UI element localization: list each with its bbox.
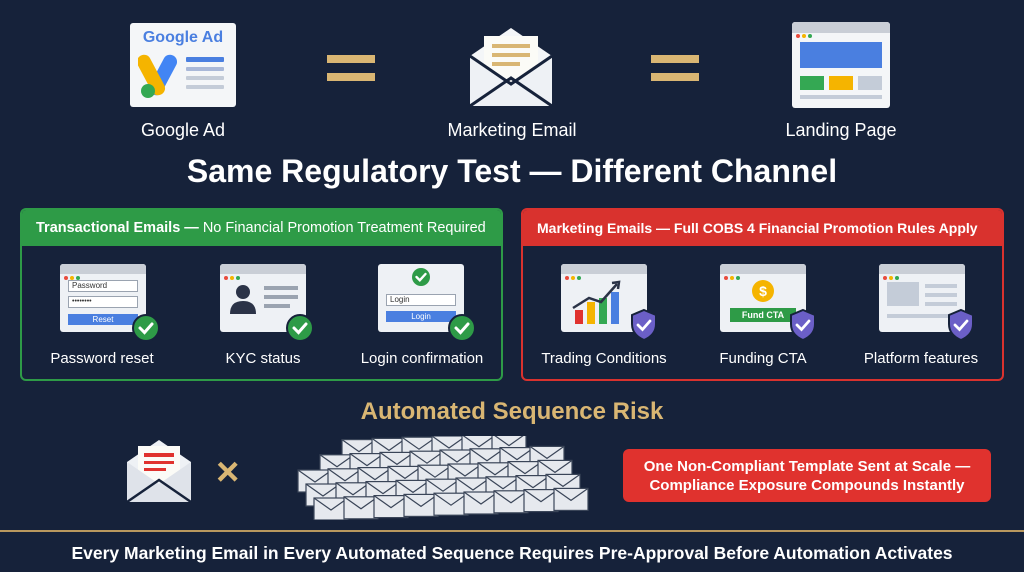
check-icon (448, 314, 476, 342)
item-label-platform-features: Platform features (863, 350, 979, 367)
check-icon (286, 314, 314, 342)
shield-icon (790, 308, 816, 342)
password-field: Password (68, 280, 138, 292)
mini-envelope-icon (523, 488, 559, 513)
login-field: Login (386, 294, 456, 306)
login-window: Login Login (378, 264, 464, 332)
mini-envelope-icon (553, 487, 589, 512)
item-label-funding-cta: Funding CTA (719, 350, 807, 367)
password-reset-window: Password •••••••• Reset (60, 264, 146, 332)
risk-box-line1: One Non-Compliant Template Sent at Scale… (643, 458, 971, 475)
mini-envelope-icon (463, 491, 499, 515)
password-dots: •••••••• (68, 296, 138, 308)
mini-envelope-icon (403, 493, 439, 518)
transactional-panel-header: Transactional Emails — No Financial Prom… (22, 210, 501, 246)
mini-envelope-icon (313, 497, 349, 520)
check-icon (132, 314, 160, 342)
reset-button: Reset (68, 314, 138, 325)
headline: Same Regulatory Test — Different Channel (186, 153, 838, 189)
risk-title: Automated Sequence Risk (360, 398, 664, 425)
item-label-kyc-status: KYC status (225, 350, 301, 367)
item-label-login-confirmation: Login confirmation (360, 350, 484, 367)
envelope-icon (126, 440, 192, 504)
equals-icon (327, 55, 375, 91)
mini-envelope-icon (493, 490, 529, 514)
fund-cta-button: Fund CTA (730, 308, 796, 322)
risk-box-line2: Compliance Exposure Compounds Instantly (649, 477, 965, 494)
channel-label-landing-page: Landing Page (785, 120, 897, 140)
footer-text: Every Marketing Email in Every Automated… (71, 543, 953, 563)
shield-icon (948, 308, 974, 342)
bar-chart-icon (572, 280, 621, 324)
transactional-panel: Transactional Emails — No Financial Prom… (20, 208, 503, 381)
channel-label-google-ad: Google Ad (140, 120, 226, 140)
multiplier-icon: × (216, 450, 240, 494)
mini-envelope-icon (433, 492, 469, 516)
login-button: Login (386, 311, 456, 322)
dollar-coin-icon: $ (752, 280, 774, 302)
marketing-panel-header: Marketing Emails — Full COBS 4 Financial… (523, 210, 1002, 246)
google-ad-card: Google Ad (130, 23, 236, 107)
item-label-password-reset: Password reset (50, 350, 154, 367)
transactional-header-bold: Transactional Emails — (36, 220, 199, 236)
transactional-header-rest: No Financial Promotion Treatment Require… (198, 220, 486, 236)
marketing-panel: Marketing Emails — Full COBS 4 Financial… (521, 208, 1004, 381)
envelope-stack (297, 436, 589, 520)
channel-label-marketing-email: Marketing Email (447, 120, 577, 140)
user-avatar-icon (230, 285, 256, 314)
shield-icon (631, 308, 657, 342)
item-label-trading-conditions: Trading Conditions (541, 350, 667, 367)
equals-icon (651, 55, 699, 91)
mini-envelope-icon (343, 496, 379, 520)
check-icon (412, 268, 430, 286)
mini-envelope-icon (373, 494, 409, 519)
envelope-icon (469, 28, 553, 108)
risk-warning-box: One Non-Compliant Template Sent at Scale… (623, 449, 991, 502)
landing-page-icon (792, 22, 890, 108)
google-ad-icon (138, 54, 224, 98)
google-ad-logo-text: Google Ad (142, 29, 224, 46)
footer-divider (0, 530, 1024, 532)
